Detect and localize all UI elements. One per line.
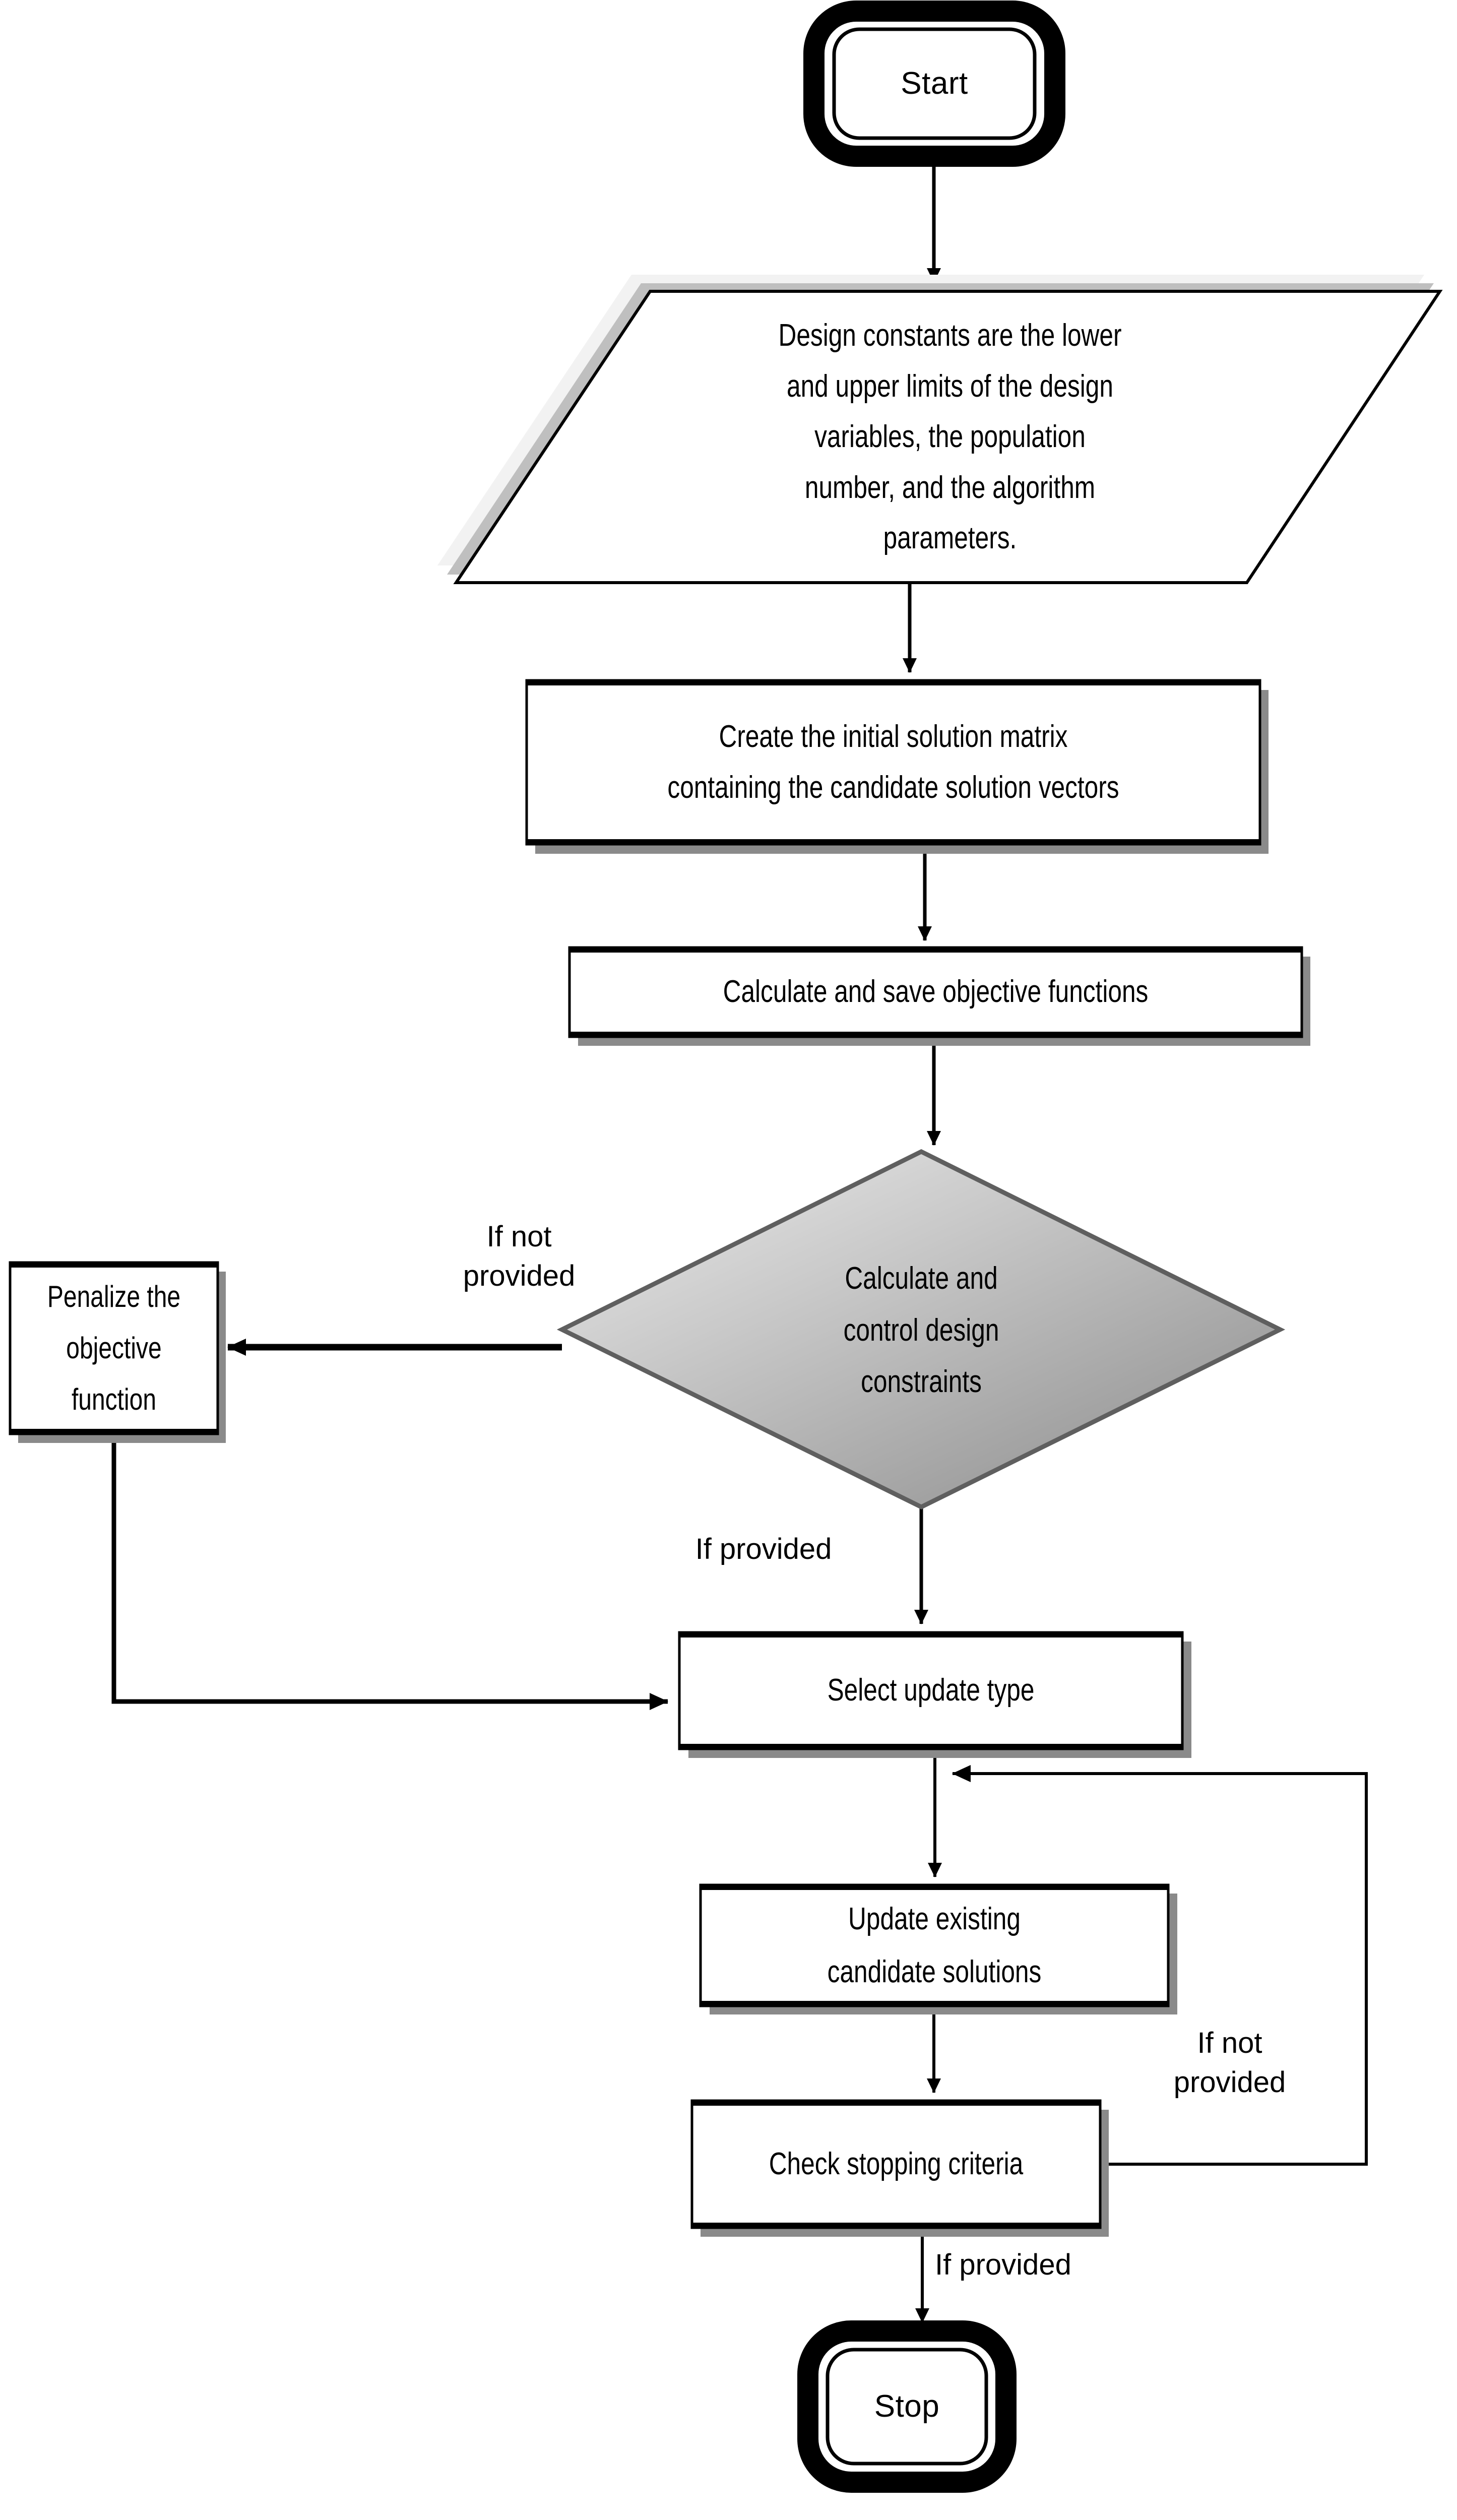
- node-check-stopping-shape: [690, 2099, 1109, 2237]
- node-calc-objective-shape: [568, 946, 1310, 1046]
- edge-penalize-to-select-update: [111, 1442, 668, 1710]
- node-stop-shape: [797, 2320, 1017, 2493]
- node-create-matrix-shape: [525, 679, 1269, 854]
- node-update-candidates-shape: [699, 1883, 1177, 2014]
- node-start-shape: [803, 1, 1065, 167]
- node-select-update-shape: [678, 1631, 1191, 1758]
- node-penalize-shape: [9, 1261, 226, 1443]
- node-inputs-shape: [437, 275, 1443, 584]
- connector-layer: [111, 157, 1368, 2323]
- edge-check-stopping-feedback: [952, 1765, 1368, 2166]
- node-decision-constraints-shape: [556, 1149, 1286, 1510]
